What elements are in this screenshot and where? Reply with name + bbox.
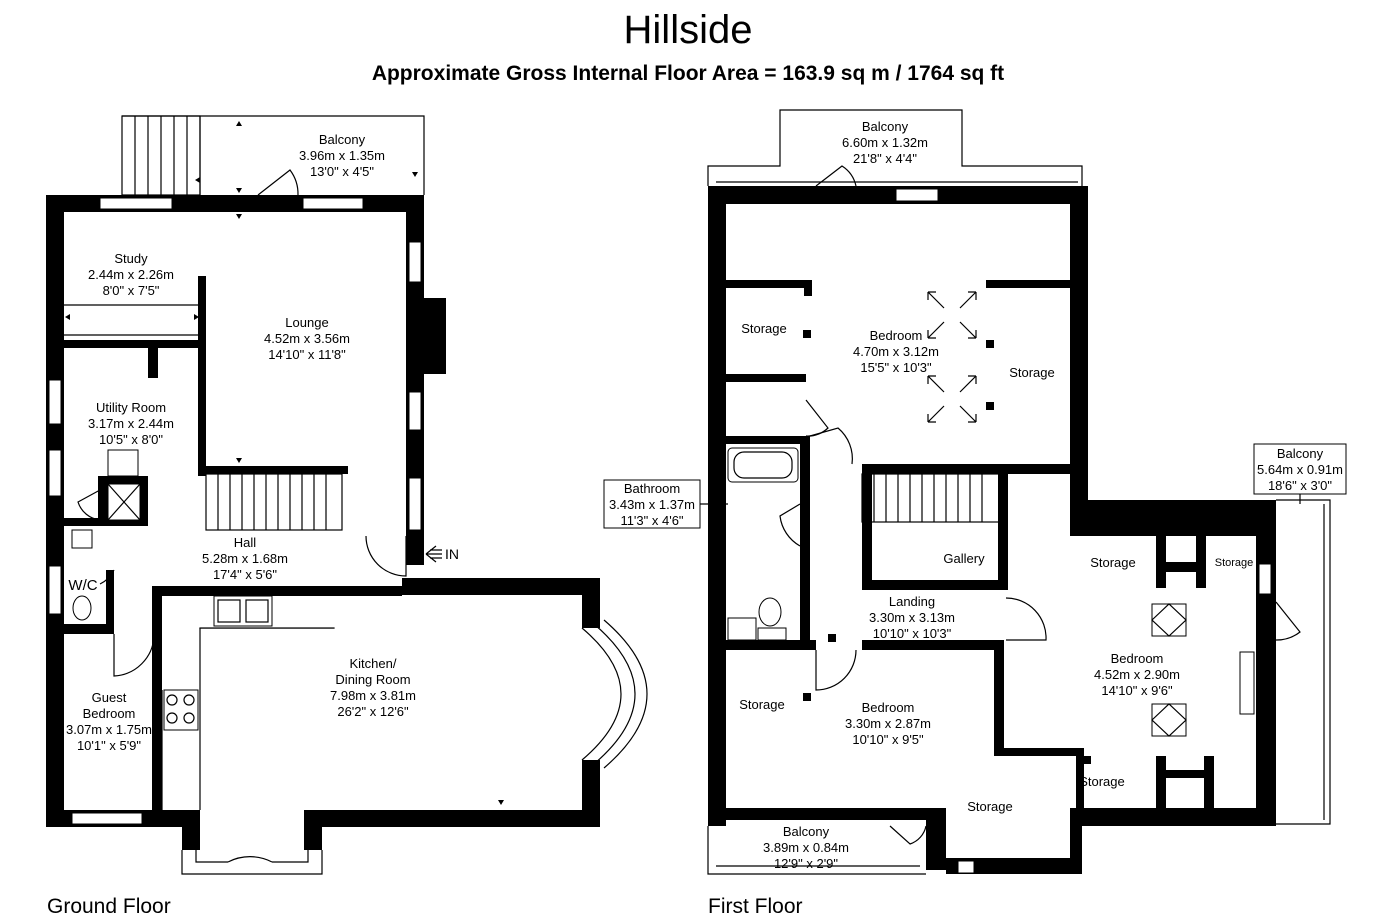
ff-bathroom-name: Bathroom (624, 481, 680, 496)
ff-storage-5: Storage (1090, 555, 1136, 570)
gf-hall-metric: 5.28m x 1.68m (202, 551, 288, 566)
gf-utility-imperial: 10'5" x 8'0" (99, 432, 163, 447)
gf-study-metric: 2.44m x 2.26m (88, 267, 174, 282)
ff-landing-metric: 3.30m x 3.13m (869, 610, 955, 625)
floor-area-subtitle: Approximate Gross Internal Floor Area = … (371, 62, 1005, 85)
ff-storage-7: Storage (1079, 774, 1125, 789)
ff-right-balcony-metric: 5.64m x 0.91m (1257, 462, 1343, 477)
gf-balcony-imperial: 13'0" x 4'5" (310, 164, 374, 179)
gf-door-swings (77, 169, 407, 677)
ff-right-balcony-imperial: 18'6" x 3'0" (1268, 478, 1332, 493)
ff-storage-2: Storage (1009, 365, 1055, 380)
gf-lounge-imperial: 14'10" x 11'8" (268, 347, 346, 362)
ff-landing-name: Landing (889, 594, 935, 609)
ff-storage-1: Storage (741, 321, 787, 336)
gf-staircase (205, 473, 343, 531)
ff-bedroom-1-name: Bedroom (870, 328, 923, 343)
plan-title: Hillside (623, 8, 753, 52)
ff-bedroom-3-name: Bedroom (1111, 651, 1164, 666)
ff-bedroom-1-metric: 4.70m x 3.12m (853, 344, 939, 359)
ff-top-balcony-outline (707, 109, 1083, 186)
gf-kitchen-name2: Dining Room (335, 672, 410, 687)
ff-bathroom-fixtures (727, 447, 799, 641)
gf-hall-name: Hall (234, 535, 257, 550)
ff-room-labels: Balcony 6.60m x 1.32m 21'8" x 4'4" Stora… (739, 119, 1253, 871)
ff-bedroom-2-name: Bedroom (862, 700, 915, 715)
ground-floor-label: Ground Floor (47, 895, 171, 918)
gf-wc-name: W/C (68, 577, 97, 594)
gf-study-name: Study (114, 251, 148, 266)
ff-right-balcony-callout: Balcony 5.64m x 0.91m 18'6" x 3'0" (1253, 443, 1347, 504)
ff-bottom-balcony-outline (707, 826, 926, 875)
gf-guest-metric: 3.07m x 1.75m (66, 722, 152, 737)
gf-lounge-metric: 4.52m x 3.56m (264, 331, 350, 346)
gf-kitchen-metric: 7.98m x 3.81m (330, 688, 416, 703)
gf-guest-name: Guest (92, 690, 127, 705)
gf-lounge-name: Lounge (285, 315, 328, 330)
ff-internal-walls (726, 280, 1214, 816)
ff-bedroom-3-metric: 4.52m x 2.90m (1094, 667, 1180, 682)
ff-bedroom-2-metric: 3.30m x 2.87m (845, 716, 931, 731)
gf-utility-name: Utility Room (96, 400, 166, 415)
ff-landing-imperial: 10'10" x 10'3" (873, 626, 952, 641)
ff-dimension-markers (803, 330, 1091, 764)
ff-top-balcony-name: Balcony (862, 119, 909, 134)
ff-bedroom-2-imperial: 10'10" x 9'5" (852, 732, 924, 747)
gf-study-imperial: 8'0" x 7'5" (103, 283, 160, 298)
ff-top-balcony-imperial: 21'8" x 4'4" (853, 151, 917, 166)
ff-storage-4: Storage (967, 799, 1013, 814)
gf-kitchen-name: Kitchen/ (350, 656, 397, 671)
ff-bathroom-imperial: 11'3" x 4'6" (620, 513, 683, 528)
ff-windows (895, 188, 1272, 874)
ff-bedroom-3-imperial: 14'10" x 9'6" (1101, 683, 1173, 698)
first-floor-label: First Floor (708, 895, 803, 918)
ff-skylights (927, 291, 1255, 737)
ff-bottom-balcony-name: Balcony (783, 824, 830, 839)
gf-entrance-arrow-icon (425, 545, 442, 563)
ff-gallery: Gallery (943, 551, 985, 566)
gf-kitchen-imperial: 26'2" x 12'6" (337, 704, 409, 719)
gf-balcony-name: Balcony (319, 132, 366, 147)
gf-porch (181, 850, 323, 875)
ff-right-balcony-outline (1276, 499, 1331, 825)
gf-windows (48, 197, 422, 825)
ff-bathroom-callout: Bathroom 3.43m x 1.37m 11'3" x 4'6" (603, 479, 728, 529)
first-floor-plan: Balcony 6.60m x 1.32m 21'8" x 4'4" Stora… (603, 109, 1347, 875)
gf-front-door-swing (227, 856, 273, 863)
gf-room-labels: Balcony 3.96m x 1.35m 13'0" x 4'5" Study… (66, 132, 416, 753)
gf-guest-name2: Bedroom (83, 706, 136, 721)
ff-staircase (861, 473, 1001, 523)
ff-bathroom-metric: 3.43m x 1.37m (609, 497, 695, 512)
gf-balcony-metric: 3.96m x 1.35m (299, 148, 385, 163)
gf-fixtures (71, 449, 335, 810)
gf-study-shelf (64, 304, 198, 336)
ff-door-swings (779, 165, 1301, 691)
ff-bottom-balcony-metric: 3.89m x 0.84m (763, 840, 849, 855)
entrance-label: IN (445, 546, 459, 562)
gf-bay-window (581, 619, 648, 769)
ff-bedroom-1-imperial: 15'5" x 10'3" (860, 360, 932, 375)
ff-storage-3: Storage (739, 697, 785, 712)
ground-floor-plan: IN Balcony 3.96m x 1.35m 13'0" x 4'5" St… (46, 115, 648, 875)
ff-storage-6: Storage (1215, 557, 1254, 569)
gf-hall-imperial: 17'4" x 5'6" (213, 567, 277, 582)
ff-right-balcony-name: Balcony (1277, 446, 1324, 461)
ff-bottom-balcony-imperial: 12'9" x 2'9" (774, 856, 838, 871)
gf-guest-imperial: 10'1" x 5'9" (77, 738, 141, 753)
gf-utility-metric: 3.17m x 2.44m (88, 416, 174, 431)
gf-balcony-steps (121, 115, 201, 196)
ff-top-balcony-metric: 6.60m x 1.32m (842, 135, 928, 150)
